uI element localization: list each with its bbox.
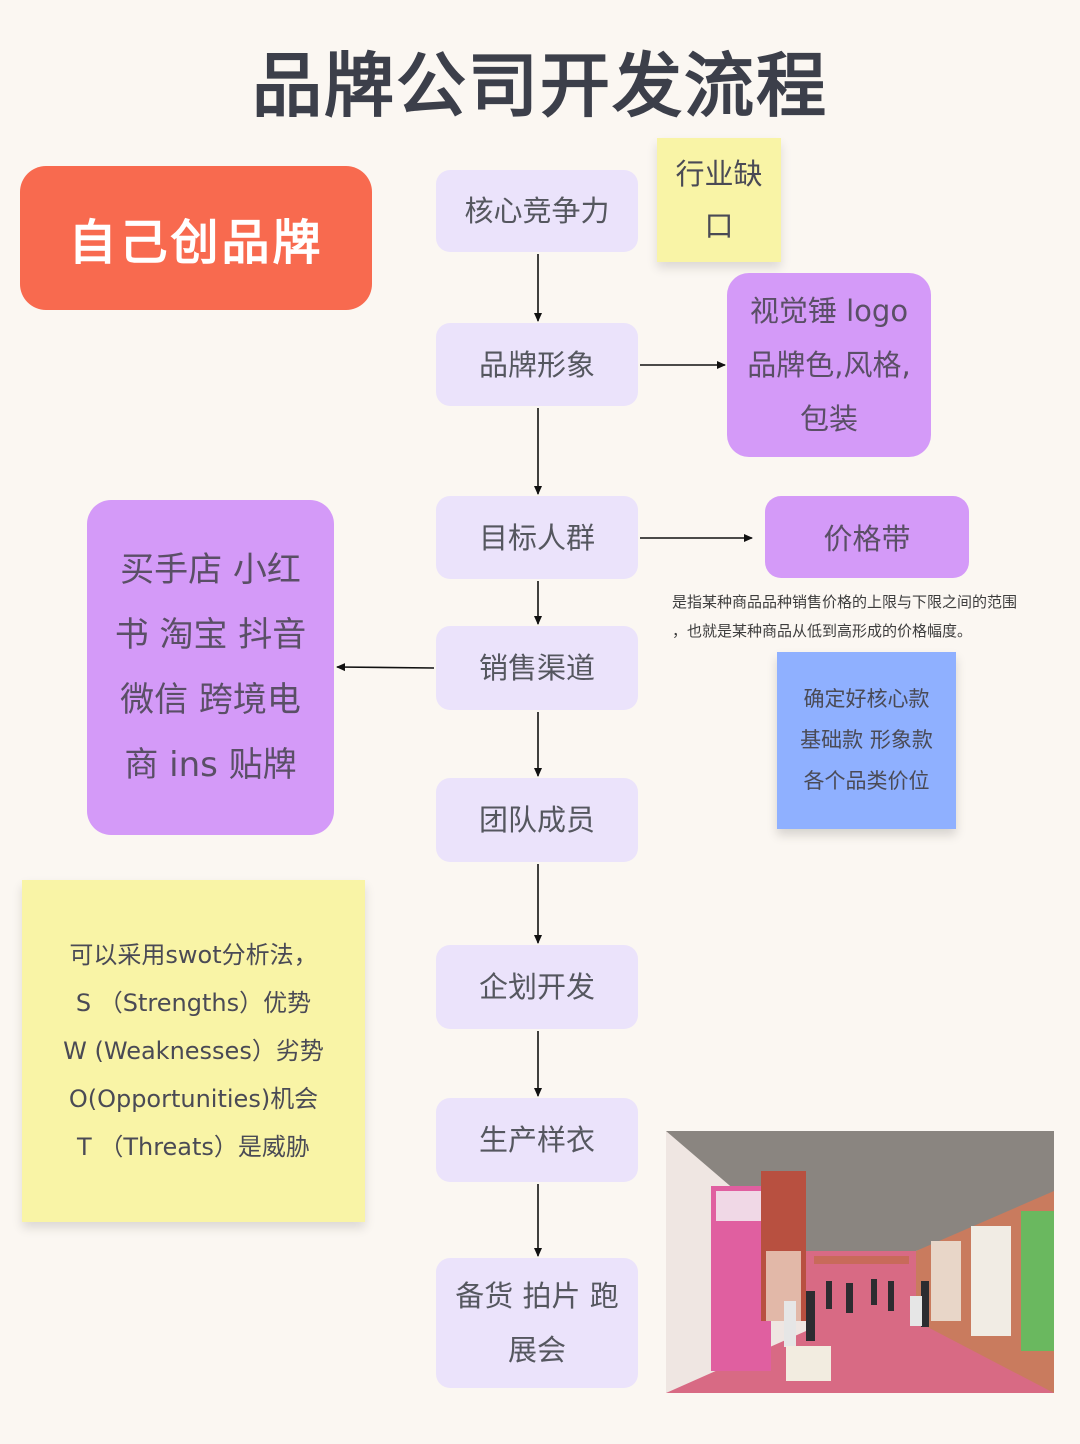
product-note-line: 确定好核心款 [803,687,930,711]
price-band-definition: 是指某种商品品种销售价格的上限与下限之间的范围 ，也就是某种商品从低到高形成的价… [672,588,1072,646]
page-title: 品牌公司开发流程 [252,45,828,127]
product-note-line: 基础款 形象款 [800,728,933,752]
swot-line: S （Strengths）优势 [75,989,312,1017]
channels-line: 书 淘宝 抖音 [114,614,307,655]
brand-image-detail-line: 包装 [799,402,858,436]
definition-line: 是指某种商品品种销售价格的上限与下限之间的范围 [672,593,1018,611]
step-planning-development: 企划开发 [436,945,638,1029]
step-team-members: 团队成员 [436,778,638,862]
sales-channels-box: 买手店 小红 书 淘宝 抖音 微信 跨境电 商 ins 贴牌 [87,500,334,835]
industry-gap-sticky: 行业缺口 [657,138,781,262]
channels-line: 微信 跨境电 [120,679,301,720]
swot-line: 可以采用swot分析法， [69,941,318,969]
step-core-competitiveness: 核心竞争力 [436,170,638,252]
trade-show-photo [666,1131,1054,1393]
channels-line: 买手店 小红 [120,549,301,590]
swot-line: T （Threats）是威胁 [77,1133,310,1161]
step-brand-image: 品牌形象 [436,323,638,406]
step-sample-production: 生产样衣 [436,1098,638,1182]
own-brand-badge: 自己创品牌 [20,166,372,310]
definition-line: ，也就是某种商品从低到高形成的价格幅度。 [672,622,973,640]
step-sales-channels: 销售渠道 [436,626,638,710]
swot-line: O(Opportunities)机会 [68,1085,319,1113]
product-positioning-sticky: 确定好核心款 基础款 形象款 各个品类价位 [777,652,956,829]
product-note-line: 各个品类价位 [803,769,930,793]
arrow-left [336,663,435,672]
brand-image-detail-line: 视觉锤 logo [749,294,909,328]
brand-image-detail-box: 视觉锤 logo 品牌色,风格, 包装 [727,273,931,457]
channels-line: 商 ins 贴牌 [124,744,297,785]
price-band-box: 价格带 [765,496,969,578]
step-stock-shoot-exhibition: 备货 拍片 跑展会 [436,1258,638,1388]
swot-sticky: 可以采用swot分析法， S （Strengths）优势 W (Weakness… [22,880,365,1222]
swot-line: W (Weaknesses）劣势 [63,1037,324,1065]
step-target-audience: 目标人群 [436,496,638,579]
brand-image-detail-line: 品牌色,风格, [747,348,911,382]
